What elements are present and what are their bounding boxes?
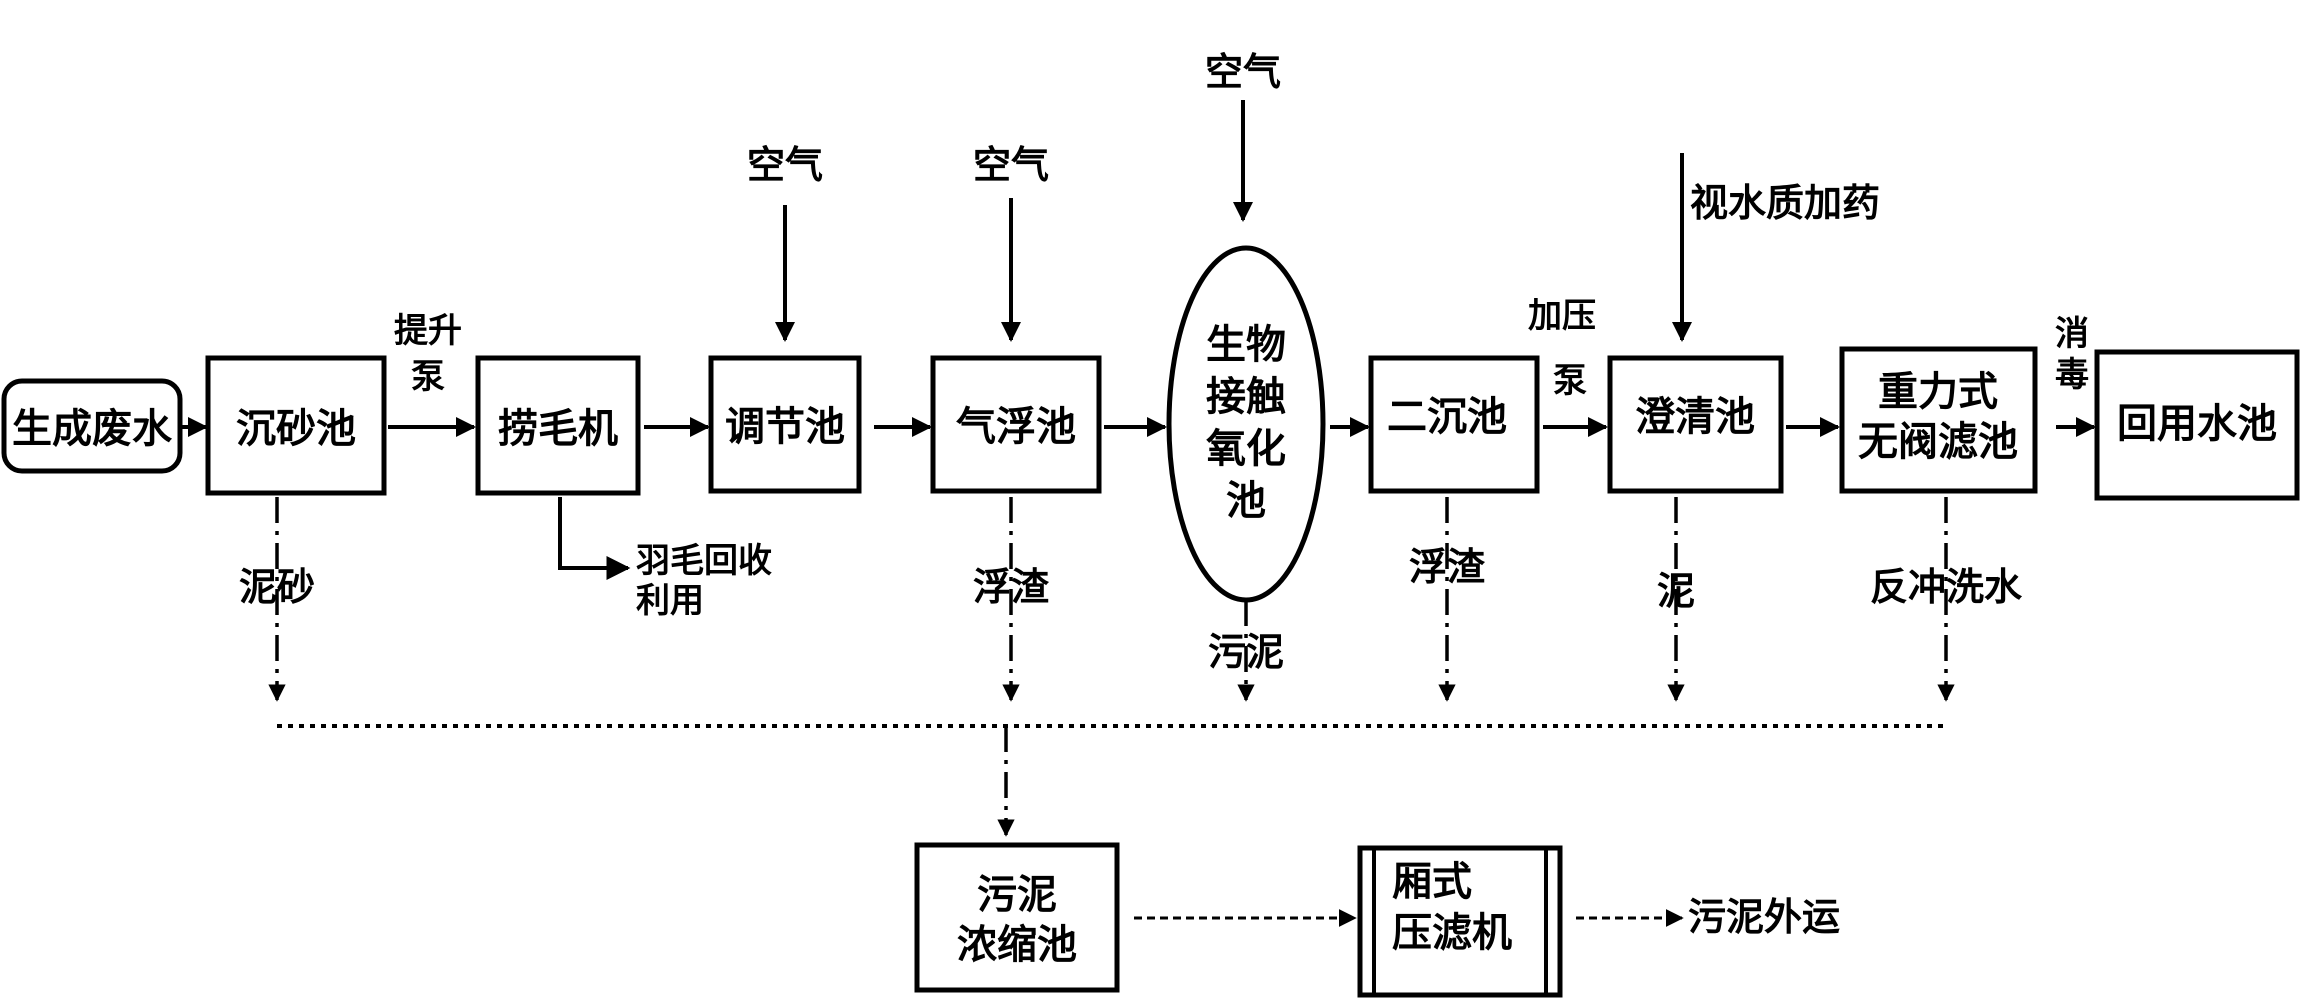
bio-sludge-label: 污泥	[1208, 630, 1284, 674]
feather-recovery-output: 羽毛回收 利用	[558, 497, 772, 621]
reuse-water-tank-label: 回用水池	[2117, 401, 2277, 447]
grit-output: 泥砂	[239, 497, 315, 702]
bio-contact-label-line4: 池	[1226, 478, 1266, 524]
lift-pump-label-line2: 泵	[411, 357, 445, 397]
backwash-output: 反冲洗水	[1870, 497, 2023, 702]
scum-label-clarifier: 浮渣	[1409, 545, 1486, 589]
hair-catcher-node: 捞毛机	[475, 355, 641, 496]
air-input-flotation: 空气	[973, 143, 1049, 342]
bio-contact-label-line1: 生物	[1206, 322, 1286, 368]
air-flotation-tank-node: 气浮池	[930, 355, 1102, 494]
disinfect-label-line2: 毒	[2055, 355, 2089, 395]
clarification-sludge-label: 泥	[1657, 569, 1695, 613]
backwash-label: 反冲洗水	[1870, 565, 2023, 609]
bio-contact-label-line2: 接触	[1206, 374, 1286, 420]
air-label-equalization: 空气	[747, 143, 823, 187]
raw-wastewater-label: 生成废水	[12, 406, 173, 452]
clarification-tank-node: 澄清池	[1607, 355, 1784, 494]
chamber-filter-press-node: 厢式 压滤机	[1357, 845, 1563, 998]
filter-press-label-line1: 厢式	[1392, 859, 1472, 905]
gravity-valveless-filter-node: 重力式 无阀滤池	[1839, 346, 2038, 494]
sludge-output-clarification: 泥	[1657, 497, 1695, 702]
disinfect-label-line1: 消	[2055, 314, 2089, 354]
bio-sludge-output: 污泥	[1208, 600, 1284, 702]
feather-label-line1: 羽毛回收	[636, 541, 772, 581]
equalization-tank-node: 调节池	[708, 355, 862, 494]
gravity-filter-label-line1: 重力式	[1878, 369, 1998, 415]
bio-contact-label-line3: 氧化	[1206, 426, 1286, 472]
chemical-dosing-input: 视水质加药	[1672, 153, 1880, 342]
grit-chamber-node: 沉砂池	[205, 355, 387, 496]
scum-output-clarifier: 浮渣	[1409, 497, 1486, 702]
dosing-label: 视水质加药	[1690, 181, 1880, 225]
reuse-water-tank-node: 回用水池	[2094, 349, 2300, 501]
thickener-label-line2: 浓缩池	[957, 922, 1077, 968]
scum-output-flotation: 浮渣	[973, 497, 1050, 702]
secondary-clarifier-label: 二沉池	[1387, 394, 1507, 440]
scum-label-flotation: 浮渣	[973, 565, 1050, 609]
lift-pump-label-line1: 提升	[394, 311, 462, 351]
secondary-clarifier-node: 二沉池	[1368, 355, 1540, 494]
air-input-equalization: 空气	[747, 143, 823, 342]
gravity-filter-label-line2: 无阀滤池	[1858, 419, 2018, 465]
hair-catcher-label: 捞毛机	[498, 406, 618, 452]
bio-contact-oxidation-tank-node: 生物 接触 氧化 池	[1166, 245, 1326, 603]
raw-wastewater-node: 生成废水	[1, 378, 183, 474]
thickener-label-line1: 污泥	[977, 872, 1057, 918]
pressure-pump-label-line2: 泵	[1553, 361, 1587, 401]
grit-chamber-label: 沉砂池	[236, 406, 356, 452]
clarification-tank-label: 澄清池	[1635, 394, 1755, 440]
filter-press-label-line2: 压滤机	[1392, 910, 1512, 956]
grit-label: 泥砂	[239, 565, 315, 609]
feather-label-line2: 利用	[636, 581, 704, 621]
air-flotation-tank-label: 气浮池	[956, 404, 1076, 450]
sludge-haul-away-label: 污泥外运	[1688, 895, 1840, 939]
pressure-pump-label-line1: 加压	[1528, 296, 1596, 336]
sludge-thickener-node: 污泥 浓缩池	[914, 842, 1120, 993]
air-label-bio: 空气	[1205, 50, 1281, 94]
equalization-tank-label: 调节池	[725, 404, 845, 450]
air-label-flotation: 空气	[973, 143, 1049, 187]
air-input-bio: 空气	[1205, 50, 1281, 222]
